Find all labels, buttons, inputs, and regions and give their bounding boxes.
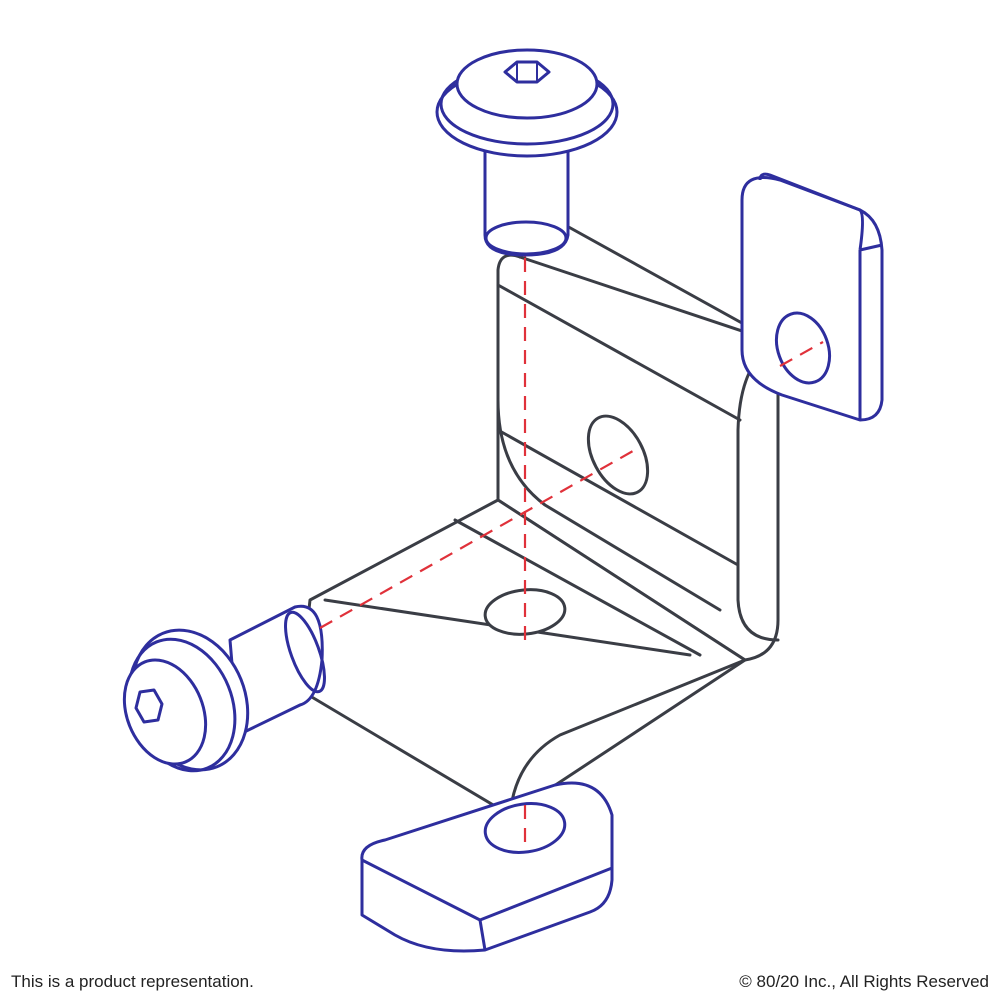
- bracket-groove-h2: [453, 518, 702, 657]
- right-t-nut: [740, 172, 884, 422]
- representation-disclaimer: This is a product representation.: [11, 972, 254, 991]
- bracket-groove-lower: [496, 428, 740, 567]
- right-t-nut-body: [740, 176, 884, 422]
- right-t-nut-top-edge: [758, 172, 864, 251]
- side-screw-hex-socket: [134, 688, 164, 724]
- side-screw-head-dome: [122, 658, 208, 766]
- horizontal-centerline-fg: [319, 446, 641, 629]
- bracket-groove-upper: [496, 283, 742, 422]
- top-screw-hex-socket: [503, 60, 551, 84]
- angle-bracket: [298, 223, 780, 817]
- side-button-head-screw: [122, 604, 326, 773]
- top-screw-shank-end: [484, 220, 568, 256]
- side-screw-shank-end: [284, 610, 326, 694]
- bottom-t-nut-front: [478, 919, 487, 951]
- top-button-head-screw: [435, 48, 619, 257]
- top-screw-head-dome: [455, 48, 599, 120]
- top-screw-hex-inner: [516, 62, 538, 82]
- horizontal-centerline-fg-right: [779, 341, 824, 367]
- bottom-t-nut-body: [360, 781, 614, 953]
- copyright-notice: © 80/20 Inc., All Rights Reserved: [739, 972, 989, 991]
- right-t-nut-hole: [774, 311, 832, 385]
- vertical-leg-hole: [586, 414, 650, 496]
- centerlines-foreground: [319, 258, 824, 848]
- right-t-nut-side: [858, 243, 883, 420]
- bottom-t-nut: [360, 781, 614, 953]
